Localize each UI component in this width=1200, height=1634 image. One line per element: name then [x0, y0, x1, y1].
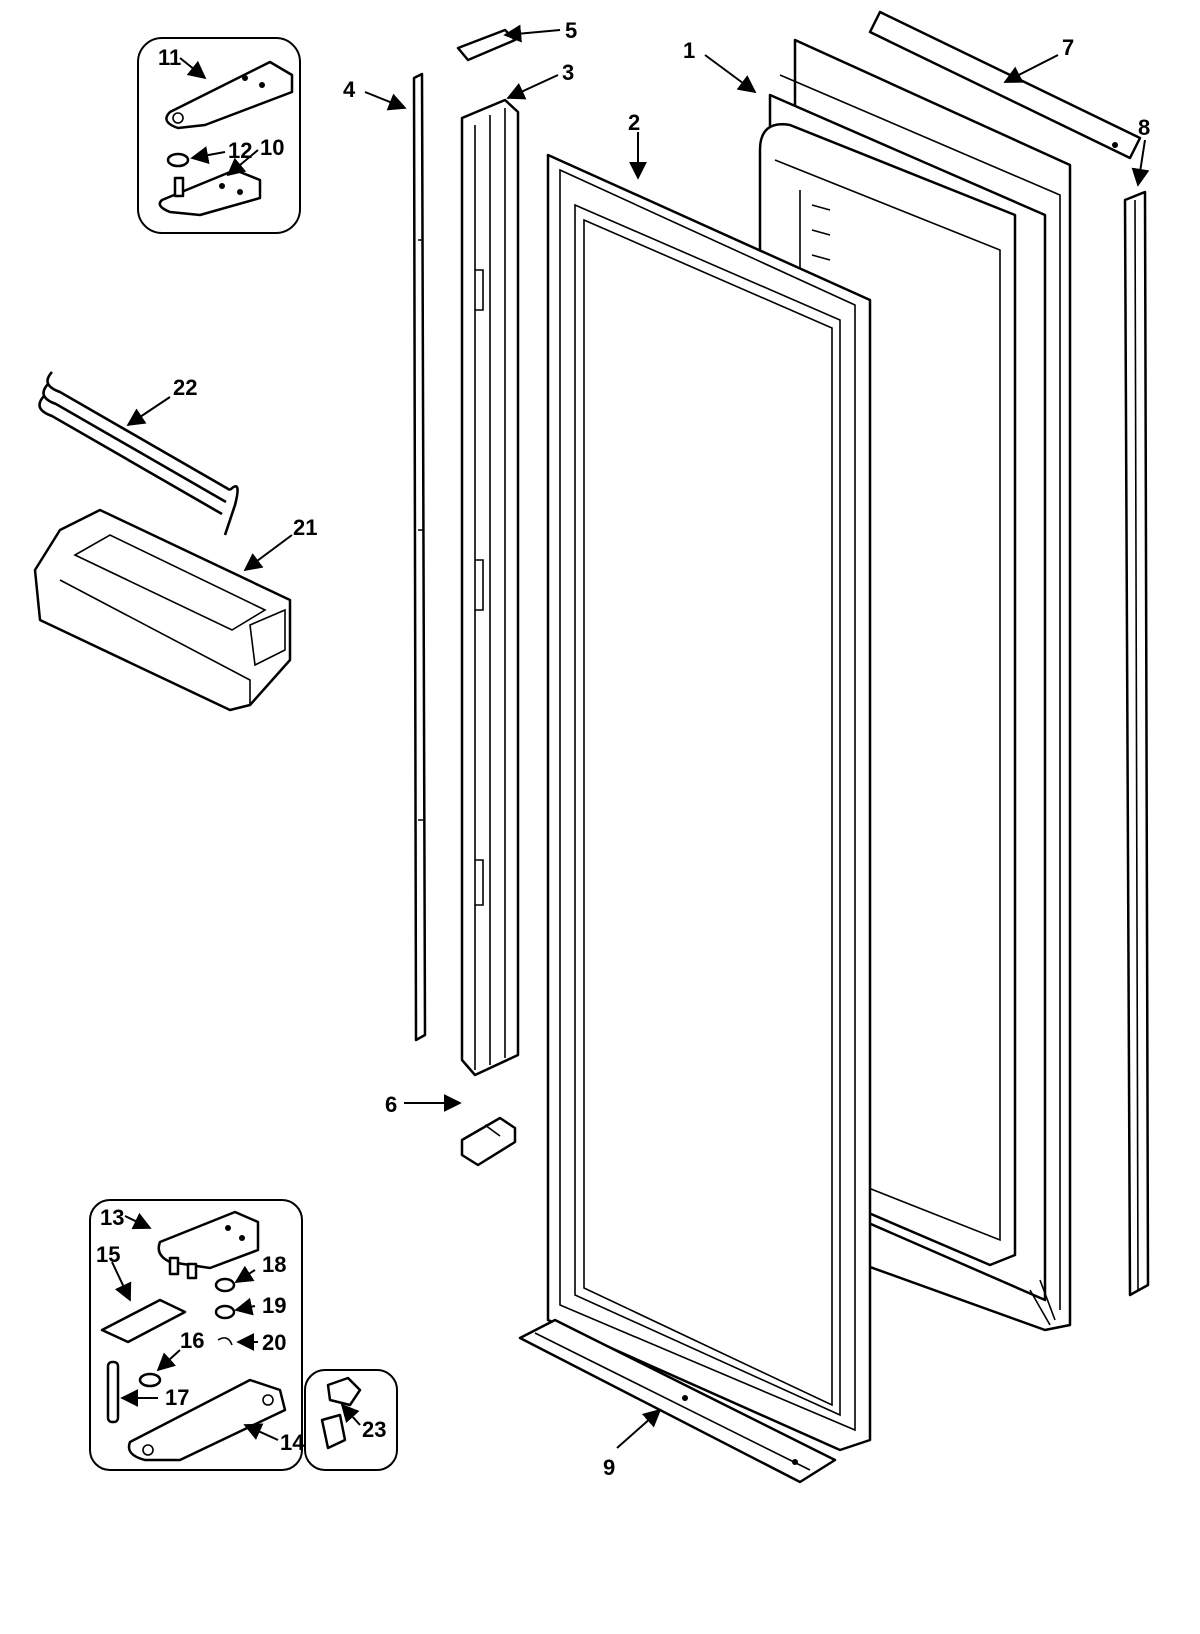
callout-21: 21: [293, 515, 317, 540]
callout-14: 14: [280, 1430, 305, 1455]
bottom-trim-strip-part: [518, 1318, 837, 1484]
callout-11: 11: [158, 45, 181, 70]
callout-22: 22: [173, 375, 197, 400]
wire-shelf-rail-part: [38, 371, 239, 536]
callout-12: 12: [228, 138, 252, 163]
callout-4: 4: [343, 77, 356, 102]
hinge-side-rail-part: [1123, 190, 1150, 1297]
callout-20: 20: [262, 1330, 286, 1355]
callout-3: 3: [562, 60, 574, 85]
callout-1: 1: [683, 38, 695, 63]
callout-15: 15: [96, 1242, 120, 1267]
callout-18: 18: [262, 1252, 286, 1277]
door-seal-strip-part: [412, 72, 427, 1042]
callout-13: 13: [100, 1205, 124, 1230]
callout-7: 7: [1062, 35, 1074, 60]
callout-19: 19: [262, 1293, 286, 1318]
callout-9: 9: [603, 1455, 615, 1480]
door-bin-part: [33, 508, 292, 712]
callout-23: 23: [362, 1417, 386, 1442]
door-channel-part: [460, 98, 520, 1077]
callout-10: 10: [260, 135, 284, 160]
door-gasket-part: [546, 153, 872, 1452]
hinge-kit-top-box: [137, 37, 301, 234]
callout-2: 2: [628, 110, 640, 135]
callout-5: 5: [565, 18, 577, 43]
callout-8: 8: [1138, 115, 1150, 140]
callout-17: 17: [165, 1385, 189, 1410]
callout-6: 6: [385, 1092, 397, 1117]
top-trim-strip-part: [868, 10, 1142, 160]
callout-16: 16: [180, 1328, 204, 1353]
callout-labels: 1 2 3 4 5 6 7 8 9 10 11 12 13 14 15 16 1…: [96, 18, 1150, 1480]
callout-leaders: [111, 24, 1150, 1449]
bottom-cap-part: [460, 1116, 517, 1167]
